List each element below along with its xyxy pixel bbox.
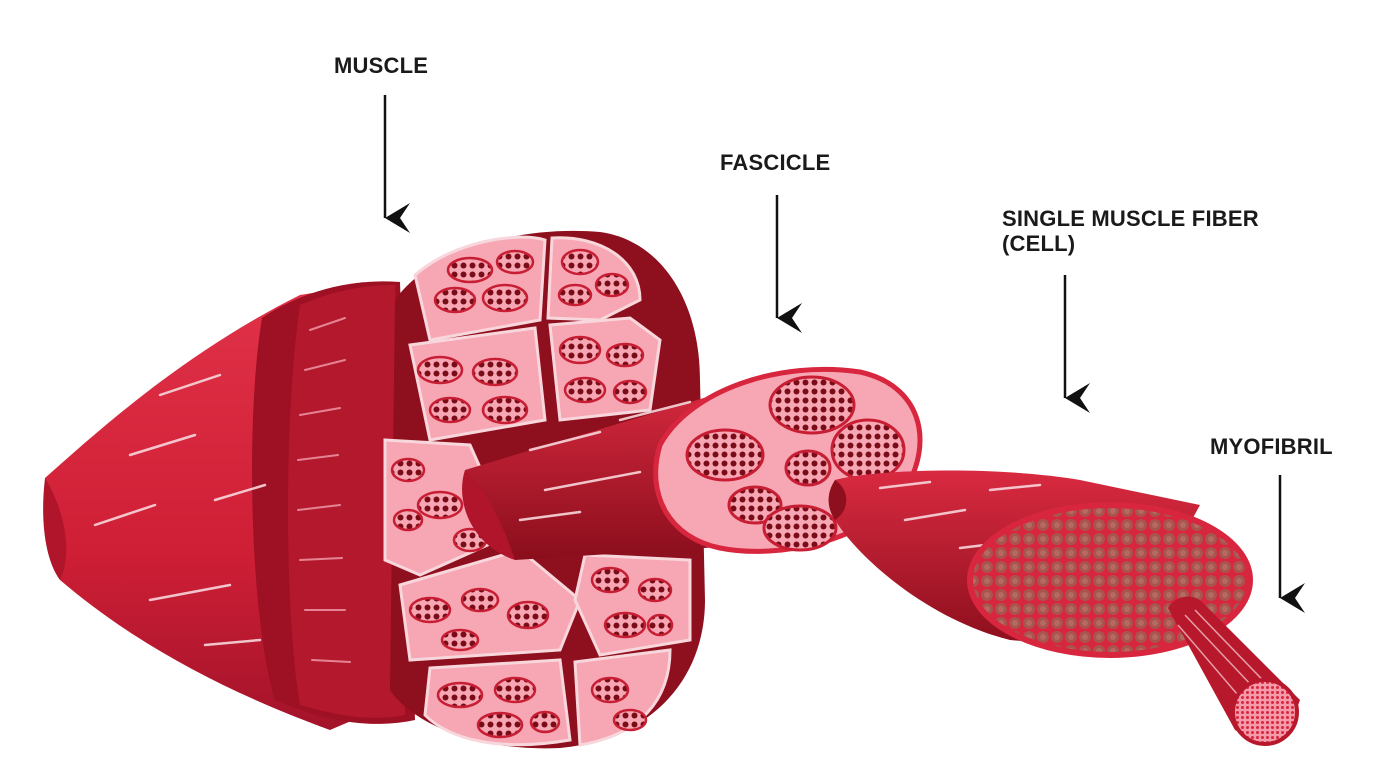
fiber-label-line1: SINGLE MUSCLE FIBER bbox=[1002, 206, 1259, 231]
muscle-cross-section bbox=[383, 230, 705, 749]
pointer-arrows bbox=[383, 95, 1305, 613]
myofibril bbox=[1168, 596, 1300, 746]
myofibril-label: MYOFIBRIL bbox=[1210, 434, 1333, 459]
fiber-label-line2: (CELL) bbox=[1002, 231, 1076, 256]
muscle-body bbox=[43, 281, 415, 730]
muscle-label: MUSCLE bbox=[334, 53, 429, 78]
fascicle-label: FASCICLE bbox=[720, 150, 831, 175]
